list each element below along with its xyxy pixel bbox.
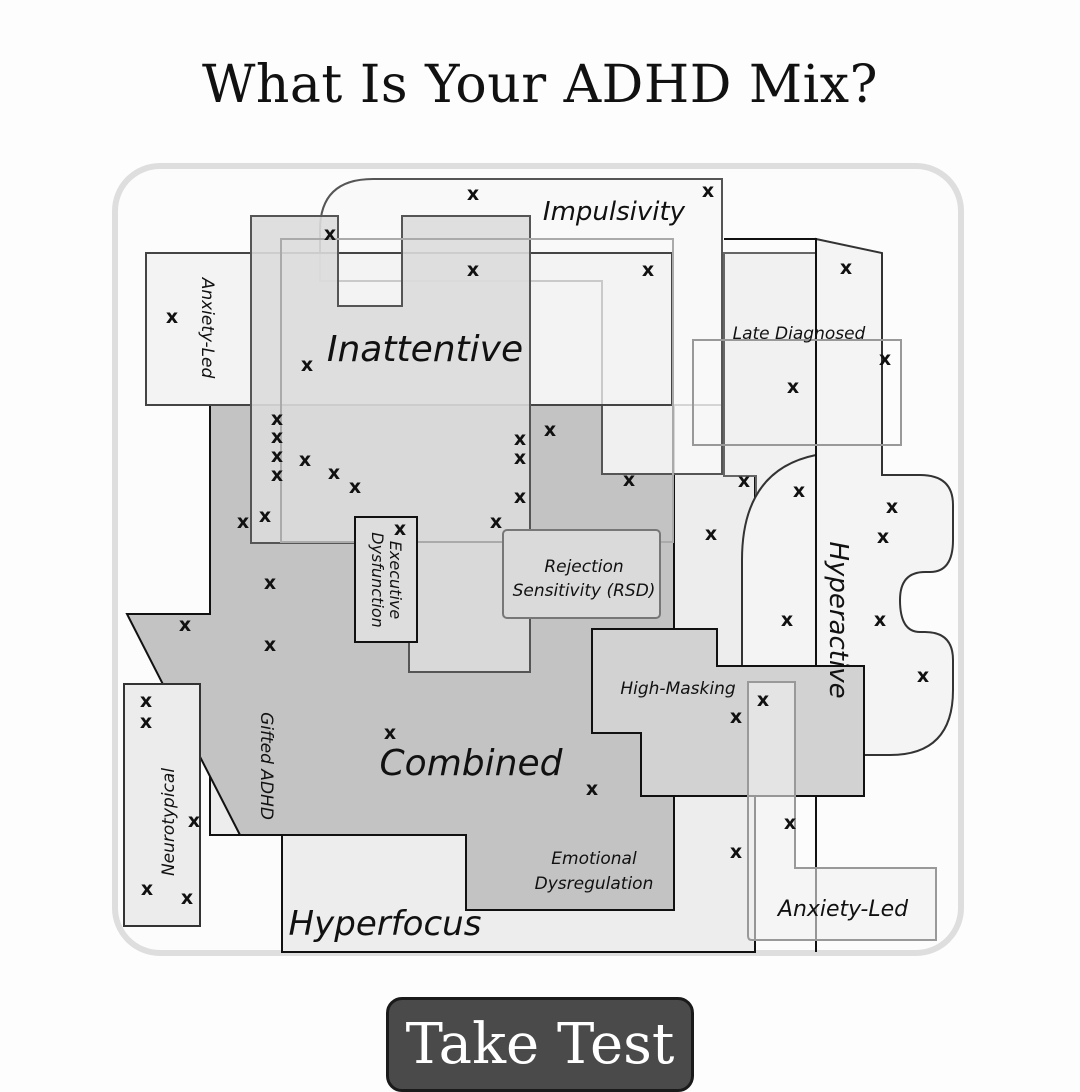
- result-marker: x: [141, 878, 153, 900]
- region-executive-dysfunction: [354, 516, 418, 643]
- label-inattentive: Inattentive: [327, 329, 523, 370]
- result-marker: x: [514, 428, 526, 450]
- result-marker: x: [544, 419, 556, 441]
- result-marker: x: [840, 257, 852, 279]
- late-diagnosed-inset: [692, 339, 902, 446]
- result-marker: x: [271, 426, 283, 448]
- label-rsd-line1: Rejection: [544, 557, 623, 577]
- result-marker: x: [467, 183, 479, 205]
- region-rsd: [502, 529, 661, 619]
- result-marker: x: [140, 690, 152, 712]
- inattentive-inner-outline: [280, 238, 674, 543]
- result-marker: x: [642, 259, 654, 281]
- label-rsd-line2: Sensitivity (RSD): [513, 581, 656, 601]
- result-marker: x: [301, 354, 313, 376]
- label-neurotypical: Neurotypical: [159, 768, 179, 876]
- region-hyperactive: [741, 237, 954, 756]
- result-marker: x: [586, 778, 598, 800]
- result-marker: x: [917, 665, 929, 687]
- result-marker: x: [490, 511, 502, 533]
- result-marker: x: [264, 634, 276, 656]
- label-late-diagnosed: Late Diagnosed: [733, 324, 866, 344]
- result-marker: x: [264, 572, 276, 594]
- result-marker: x: [874, 609, 886, 631]
- label-executive: Executive: [386, 541, 405, 620]
- result-marker: x: [787, 376, 799, 398]
- result-marker: x: [324, 223, 336, 245]
- result-marker: x: [237, 511, 249, 533]
- result-marker: x: [179, 614, 191, 636]
- result-marker: x: [384, 722, 396, 744]
- label-anxiety-led-right: Anxiety-Led: [776, 897, 909, 922]
- result-marker: x: [784, 812, 796, 834]
- result-marker: x: [271, 464, 283, 486]
- label-impulsivity: Impulsivity: [543, 197, 686, 227]
- region-anxiety-led-right: [747, 681, 937, 941]
- label-combined: Combined: [380, 743, 564, 784]
- result-marker: x: [166, 306, 178, 328]
- result-marker: x: [467, 259, 479, 281]
- result-marker: x: [349, 476, 361, 498]
- result-marker: x: [705, 523, 717, 545]
- take-test-button[interactable]: Take Test: [386, 997, 694, 1092]
- result-marker: x: [188, 810, 200, 832]
- result-marker: x: [730, 841, 742, 863]
- result-marker: x: [781, 609, 793, 631]
- region-neurotypical: [123, 683, 201, 927]
- result-marker: x: [879, 348, 891, 370]
- result-marker: x: [271, 408, 283, 430]
- label-hyperfocus: Hyperfocus: [289, 904, 482, 944]
- result-marker: x: [328, 462, 340, 484]
- result-marker: x: [259, 505, 271, 527]
- label-dysfunction: Dysfunction: [368, 532, 387, 627]
- label-anxiety-led-left: Anxiety-Led: [197, 277, 217, 379]
- result-marker: x: [702, 180, 714, 202]
- result-marker: x: [738, 470, 750, 492]
- page-title: What Is Your ADHD Mix?: [201, 55, 878, 115]
- result-marker: x: [623, 469, 635, 491]
- result-marker: x: [140, 711, 152, 733]
- result-marker: x: [757, 689, 769, 711]
- result-marker: x: [271, 445, 283, 467]
- label-emotional: Emotional: [551, 849, 637, 869]
- result-marker: x: [514, 486, 526, 508]
- result-marker: x: [394, 518, 406, 540]
- result-marker: x: [793, 480, 805, 502]
- result-marker: x: [514, 447, 526, 469]
- result-marker: x: [730, 706, 742, 728]
- label-high-masking: High-Masking: [620, 679, 735, 699]
- label-hyperactive: Hyperactive: [823, 541, 853, 698]
- label-gifted-adhd: Gifted ADHD: [256, 712, 276, 820]
- label-dysregulation: Dysregulation: [535, 874, 654, 894]
- result-marker: x: [299, 449, 311, 471]
- result-marker: x: [886, 496, 898, 518]
- result-marker: x: [877, 526, 889, 548]
- result-marker: x: [181, 887, 193, 909]
